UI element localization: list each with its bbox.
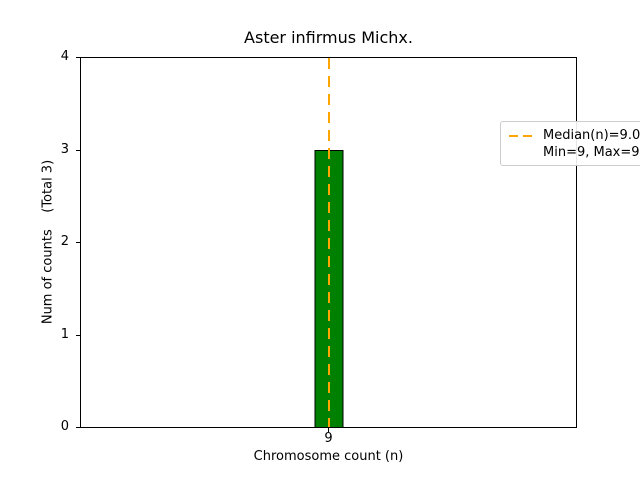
plot-area: Median(n)=9.0 Min=9, Max=9	[80, 57, 640, 428]
y-tick-label: 3	[60, 142, 69, 157]
y-tick-mark	[76, 335, 80, 336]
legend-blank-handle	[509, 152, 533, 154]
y-tick-mark	[76, 427, 80, 428]
median-line	[327, 58, 330, 427]
median-dashed-line-icon	[509, 134, 533, 137]
y-tick-label: 0	[60, 419, 69, 434]
legend-entry-median: Median(n)=9.0	[509, 127, 640, 144]
y-tick-mark	[76, 242, 80, 243]
x-tick-label: 9	[324, 431, 333, 446]
legend-label-minmax: Min=9, Max=9	[543, 145, 640, 160]
y-tick-mark	[76, 150, 80, 151]
x-tick-mark	[328, 428, 329, 432]
legend-entry-minmax: Min=9, Max=9	[509, 144, 640, 161]
y-tick-mark	[76, 57, 80, 58]
x-axis-label: Chromosome count (n)	[253, 449, 404, 464]
y-tick-label: 1	[60, 327, 69, 342]
y-axis-label: Num of counts (Total 3)	[40, 159, 56, 325]
y-tick-label: 2	[60, 234, 69, 249]
chart-title: Aster infirmus Michx.	[244, 28, 413, 47]
legend: Median(n)=9.0 Min=9, Max=9	[500, 121, 640, 166]
legend-label-median: Median(n)=9.0	[543, 128, 640, 143]
y-tick-label: 4	[60, 49, 69, 64]
